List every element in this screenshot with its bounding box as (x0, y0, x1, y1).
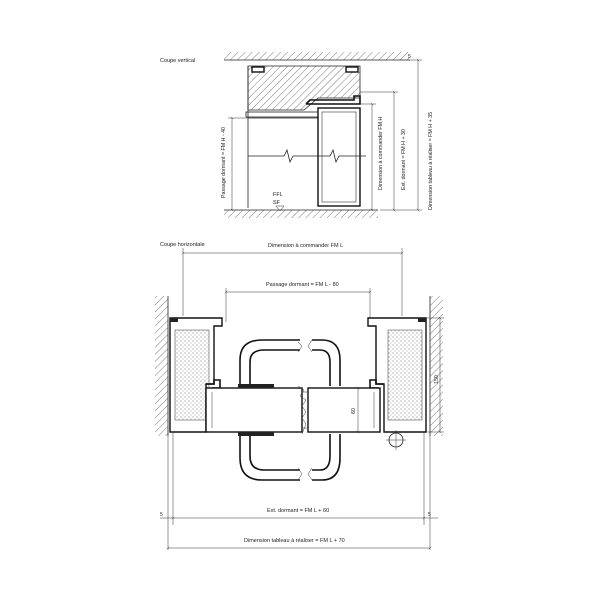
door-leaf-vertical (317, 107, 361, 207)
floor-hatch (224, 210, 378, 218)
dim-top-offset: 5 (408, 54, 411, 60)
break-line-leaf (297, 385, 307, 435)
sf-label: SF (273, 200, 281, 206)
door-leaf-right (307, 387, 381, 433)
frame-right-insulation (387, 329, 423, 421)
wall-left-hatch (155, 296, 168, 436)
dim-left-offset: 5 (160, 512, 163, 518)
dim-depth-label: 150 (434, 375, 440, 384)
handle-rose-top (238, 384, 274, 388)
wall-right-hatch (430, 296, 443, 436)
door-leaf-left (205, 387, 303, 433)
dim-ext-h-label: Ext. dormant = FM L + 60 (267, 508, 329, 514)
handle-bottom-left (239, 434, 300, 481)
dim-right-offset: 5 (428, 512, 431, 518)
ffl-label: FFL (273, 192, 283, 198)
horizontal-section: Coupe horizontale Dimension à commander … (155, 242, 444, 550)
horizontal-section-title: Coupe horizontale (160, 242, 205, 248)
lintel-anchor-right (345, 66, 359, 73)
dim-tableau-h-label: Dimension tableau à réaliser = FM L + 70 (244, 538, 345, 544)
frame-left-insulation (174, 329, 210, 421)
top-trim (245, 111, 319, 118)
dim-passage-v-label: Passage dormant = FM H - 40 (221, 127, 227, 198)
vertical-section: Coupe vertical FFL SF Passage dormant = … (160, 52, 434, 218)
dim-ext-v-label: Ext. dormant = FM H + 30 (401, 129, 407, 190)
dim-leaf-label: 60 (351, 408, 357, 414)
handle-rose-bottom (238, 432, 274, 436)
dim-tableau-v-label: Dimension tableau à réaliser = FM H + 35 (428, 112, 434, 210)
lintel-anchor-left (251, 66, 265, 73)
dim-order-v-label: Dimension à commander FM H (378, 117, 384, 190)
vertical-section-title: Coupe vertical (160, 58, 195, 64)
handle-bottom-right (312, 434, 341, 481)
handle-top-right (312, 339, 341, 386)
ceiling-hatch (224, 52, 410, 60)
handle-top-left (239, 339, 300, 386)
break-line-vertical (248, 148, 366, 164)
door-leaf-inner (321, 111, 357, 203)
dim-passage-h-label: Passage dormant = FM L - 80 (266, 282, 339, 288)
dim-order-h-label: Dimension à commander FM L (268, 243, 343, 249)
ffl-marker-icon (275, 205, 285, 212)
